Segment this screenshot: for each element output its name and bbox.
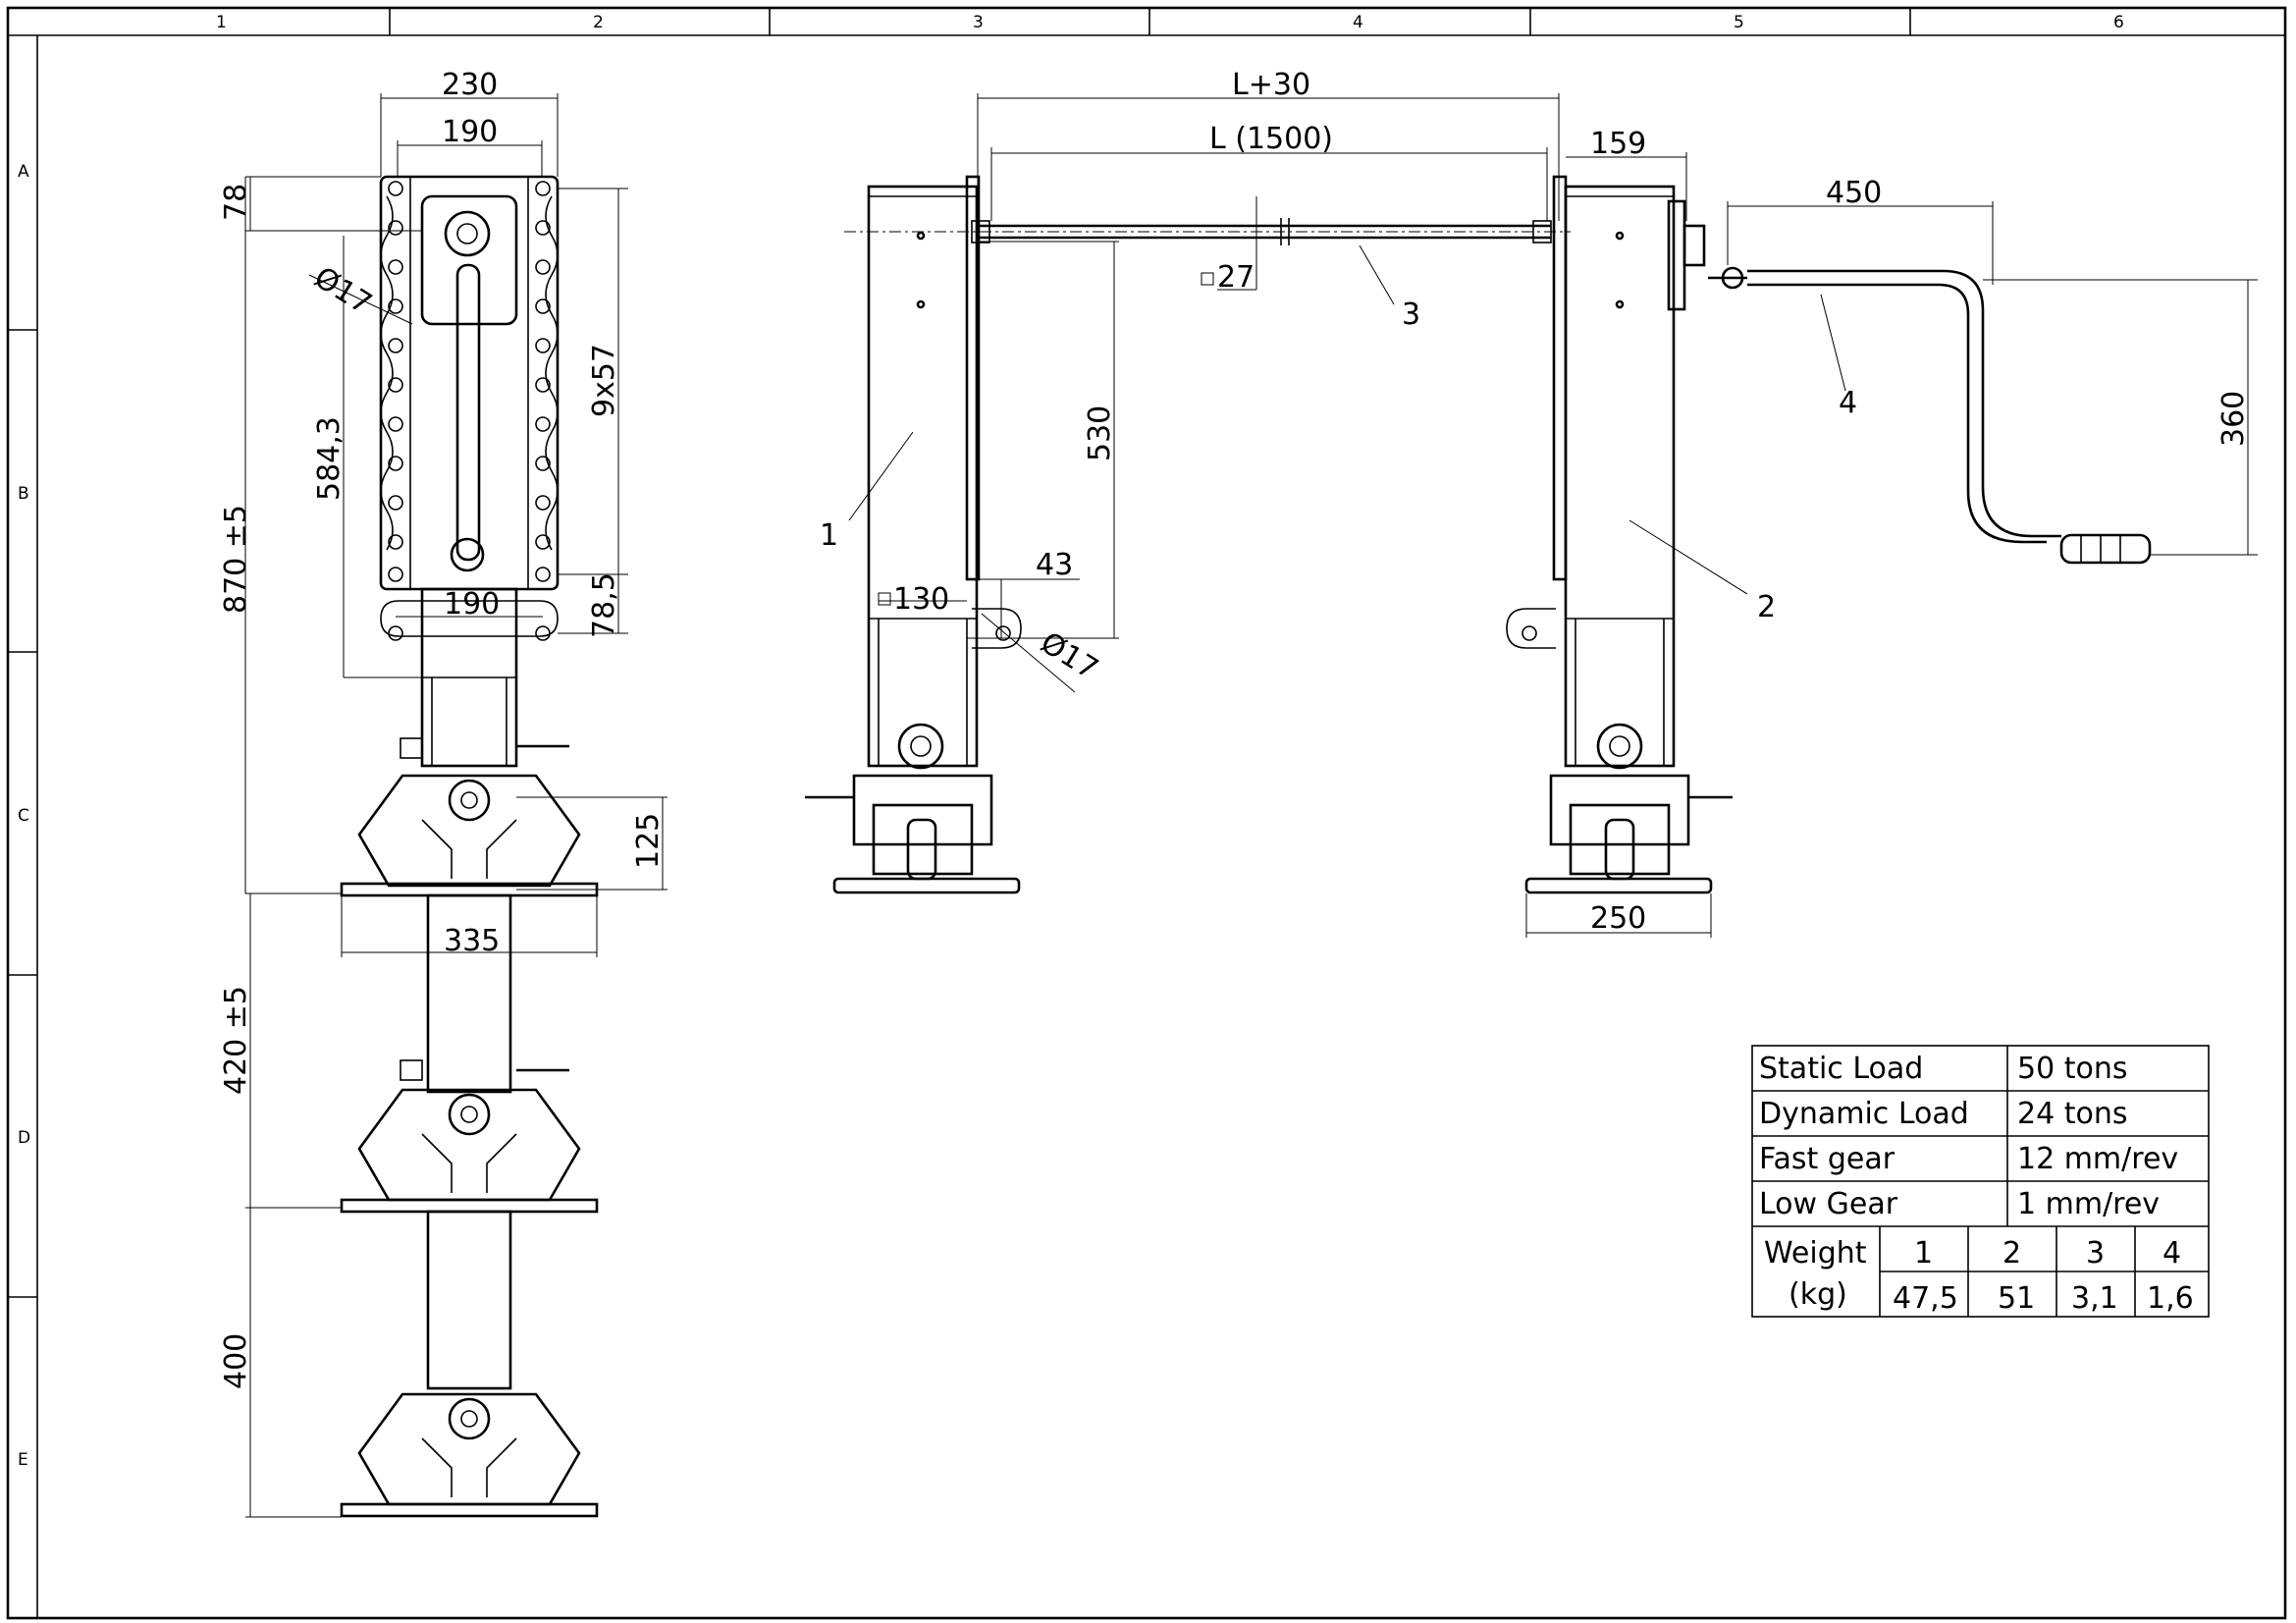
callout-3: 3 bbox=[1402, 298, 1420, 332]
dim-9x57: 9x57 bbox=[587, 344, 621, 417]
frame-row-E: E bbox=[18, 1450, 28, 1470]
dim-530: 530 bbox=[1083, 406, 1117, 461]
dim-420: 420 ±5 bbox=[219, 986, 253, 1095]
frame-col-6: 6 bbox=[2113, 13, 2124, 32]
dim-870: 870 ±5 bbox=[219, 505, 253, 614]
weight-unit-label: (kg) bbox=[1789, 1277, 1847, 1312]
frame-column-labels: 1 2 3 4 5 6 bbox=[216, 13, 2124, 32]
front-view-dimensions bbox=[244, 93, 667, 1518]
dim-230: 230 bbox=[442, 68, 498, 102]
weight-item-3: 3 bbox=[2086, 1236, 2105, 1271]
dim-L-1500: L (1500) bbox=[1209, 122, 1333, 156]
dim-78-5: 78,5 bbox=[587, 572, 621, 638]
frame-col-4: 4 bbox=[1353, 13, 1363, 32]
frame-col-5: 5 bbox=[1734, 13, 1744, 32]
callout-4: 4 bbox=[1839, 386, 1857, 420]
weight-item-1: 1 bbox=[1914, 1236, 1933, 1271]
spec-table bbox=[1751, 1045, 2210, 1318]
weight-label: Weight bbox=[1764, 1236, 1867, 1271]
front-view-landing-leg bbox=[340, 175, 599, 1518]
dim-dia17-mid: Ø17 bbox=[1035, 625, 1104, 686]
spec-dynamic-load-value: 24 tons bbox=[2017, 1097, 2127, 1131]
weight-value-4: 1,6 bbox=[2147, 1281, 2194, 1316]
frame-col-2: 2 bbox=[593, 13, 604, 32]
weight-value-3: 3,1 bbox=[2071, 1281, 2118, 1316]
dim-335: 335 bbox=[444, 924, 500, 958]
dim-130: 130 bbox=[893, 582, 949, 617]
frame-col-3: 3 bbox=[973, 13, 984, 32]
frame-row-A: A bbox=[18, 162, 29, 182]
weight-value-2: 51 bbox=[1998, 1281, 2035, 1316]
dim-125: 125 bbox=[631, 813, 666, 869]
dim-450: 450 bbox=[1826, 176, 1882, 210]
dim-78: 78 bbox=[219, 184, 253, 221]
dim-L-plus-30: L+30 bbox=[1232, 68, 1310, 102]
frame-row-C: C bbox=[18, 806, 29, 826]
dim-360: 360 bbox=[2216, 391, 2251, 447]
spec-fast-gear-value: 12 mm/rev bbox=[2017, 1142, 2178, 1176]
dim-400: 400 bbox=[219, 1333, 253, 1389]
spec-low-gear-value: 1 mm/rev bbox=[2017, 1187, 2160, 1221]
mounting-holes-left bbox=[388, 181, 403, 582]
frame-row-labels: A B C D E bbox=[18, 162, 30, 1470]
frame-row-D: D bbox=[18, 1128, 30, 1148]
spec-static-load-label: Static Load bbox=[1759, 1052, 1923, 1086]
callout-1: 1 bbox=[820, 518, 838, 553]
frame-row-B: B bbox=[18, 484, 29, 504]
dim-584-3: 584,3 bbox=[312, 416, 347, 501]
side-view-dimensions bbox=[848, 93, 2258, 938]
mounting-holes-right bbox=[535, 181, 551, 582]
weight-item-2: 2 bbox=[2002, 1236, 2021, 1271]
spec-static-load-value: 50 tons bbox=[2017, 1052, 2127, 1086]
frame-col-1: 1 bbox=[216, 13, 227, 32]
dim-159: 159 bbox=[1590, 127, 1646, 161]
spec-table-text: Static Load 50 tons Dynamic Load 24 tons… bbox=[1759, 1052, 2194, 1316]
dim-190-bottom: 190 bbox=[444, 587, 500, 622]
weight-value-1: 47,5 bbox=[1893, 1281, 1958, 1316]
spec-low-gear-label: Low Gear bbox=[1759, 1187, 1898, 1221]
part-callouts: 1 2 3 4 bbox=[820, 298, 1857, 624]
dim-250: 250 bbox=[1590, 901, 1646, 936]
dim-dia17-left: Ø17 bbox=[308, 260, 378, 321]
side-view-dimension-labels: L+30 L (1500) 159 27 530 43 130 Ø17 250 … bbox=[893, 68, 2251, 936]
front-view-dimension-labels: 230 190 78 Ø17 584,3 9x57 870 ±5 78,5 19… bbox=[219, 68, 666, 1389]
side-view-assembly bbox=[805, 175, 2152, 894]
dim-43: 43 bbox=[1036, 548, 1073, 582]
dim-27: 27 bbox=[1217, 260, 1255, 295]
spec-fast-gear-label: Fast gear bbox=[1759, 1142, 1896, 1176]
weight-item-4: 4 bbox=[2163, 1236, 2181, 1271]
dim-190-top: 190 bbox=[442, 115, 498, 149]
drawing-frame bbox=[6, 6, 2287, 1620]
spec-dynamic-load-label: Dynamic Load bbox=[1759, 1097, 1969, 1131]
callout-2: 2 bbox=[1757, 590, 1776, 624]
